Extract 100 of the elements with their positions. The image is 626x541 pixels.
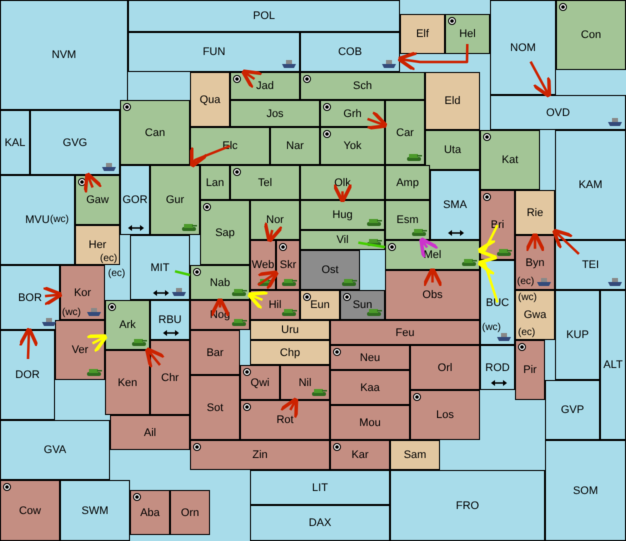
region-name: SOM — [572, 484, 598, 496]
land-region — [410, 390, 480, 440]
region-name: Olk — [334, 176, 351, 188]
coast-label: (wc) — [518, 292, 537, 303]
region-name: ALT — [603, 359, 623, 371]
land-region — [556, 0, 626, 70]
region-name: Kat — [502, 154, 518, 166]
region-name: Gwa — [524, 309, 546, 321]
sea-region — [545, 440, 626, 541]
region-name: Pir — [523, 364, 537, 376]
land-region — [130, 490, 170, 535]
land-region — [230, 72, 300, 100]
region-name: Obs — [422, 289, 443, 301]
coast-label: (ec) — [518, 327, 536, 338]
land-region — [170, 490, 210, 535]
region-name: Ark — [119, 319, 136, 331]
region-name: RBU — [158, 314, 182, 326]
sea-region — [30, 110, 120, 175]
order-arrow — [419, 236, 440, 260]
region-name: Con — [580, 29, 602, 41]
sea-region — [480, 260, 515, 345]
land-region — [230, 100, 320, 127]
region-name: LIT — [312, 482, 328, 494]
sea-region — [150, 300, 190, 340]
region-name: Sap — [215, 226, 235, 238]
land-region — [410, 345, 480, 390]
region-name: Ost — [321, 264, 339, 276]
order-arrow — [18, 326, 39, 360]
land-region — [190, 375, 240, 440]
land-region — [385, 100, 425, 165]
region-name: Skr — [280, 259, 296, 271]
region-name: FRO — [456, 500, 480, 512]
land-region — [300, 290, 340, 320]
region-name: KAL — [4, 136, 26, 148]
region-name: Jos — [266, 108, 284, 120]
land-region — [300, 72, 425, 100]
order-arrow — [246, 290, 270, 311]
land-region — [55, 320, 105, 380]
land-region — [75, 175, 120, 225]
region-name: Jad — [256, 80, 274, 92]
sea-region — [0, 330, 55, 420]
region-name: Kor — [74, 286, 92, 298]
sea-region — [250, 470, 390, 505]
land-region — [0, 480, 60, 541]
land-region — [425, 130, 480, 170]
sea-region — [430, 170, 480, 240]
order-arrow — [144, 346, 166, 370]
region-name: COB — [338, 46, 362, 58]
land-region — [190, 440, 330, 470]
order-arrow — [190, 144, 230, 168]
land-region — [330, 405, 410, 440]
region-name: DAX — [308, 517, 332, 529]
sea-region — [545, 380, 600, 440]
land-region — [445, 14, 490, 54]
region-name: Mel — [424, 249, 442, 261]
land-region — [515, 190, 555, 235]
region-name: Chp — [280, 346, 300, 358]
region-name: NOM — [510, 42, 536, 54]
sea-region — [130, 235, 190, 300]
region-name: Hel — [459, 28, 476, 40]
region-name: Elf — [416, 28, 429, 40]
sea-region — [0, 175, 75, 265]
region-name: Rot — [276, 414, 294, 426]
land-region — [300, 250, 360, 290]
region-name: FUN — [202, 46, 226, 58]
order-arrow — [240, 69, 264, 90]
order-arrow — [396, 44, 469, 72]
region-name: Orl — [438, 362, 452, 374]
coast-label: (ec) — [517, 276, 534, 287]
land-region — [150, 340, 190, 415]
order-arrow — [278, 396, 298, 420]
land-region — [280, 365, 330, 400]
region-name: Nor — [266, 214, 284, 226]
sea-region — [128, 32, 300, 72]
sea-region — [0, 265, 60, 330]
region-name: Grh — [343, 108, 362, 120]
order-line — [174, 270, 190, 276]
land-region — [190, 265, 250, 300]
land-region — [190, 127, 270, 165]
region-name: Qua — [200, 94, 220, 106]
land-region — [385, 165, 430, 200]
sea-region — [480, 345, 515, 390]
region-name: KAM — [578, 179, 602, 191]
region-name: NVM — [52, 49, 76, 61]
region-name: SMA — [443, 199, 467, 211]
region-name: Byn — [526, 256, 544, 268]
region-name: BOR — [18, 292, 42, 304]
land-region — [190, 300, 250, 330]
land-region — [190, 330, 240, 375]
land-region — [250, 290, 300, 320]
region-name: Her — [88, 239, 106, 251]
region-name: OVD — [546, 106, 570, 118]
region-name: Car — [396, 126, 414, 138]
region-name: Sam — [404, 449, 426, 461]
land-region — [105, 350, 150, 415]
land-region — [110, 415, 190, 450]
land-region — [330, 370, 410, 405]
land-region — [515, 340, 545, 400]
coast-label: (wc) — [482, 322, 501, 333]
region-name: Qwi — [250, 376, 270, 388]
